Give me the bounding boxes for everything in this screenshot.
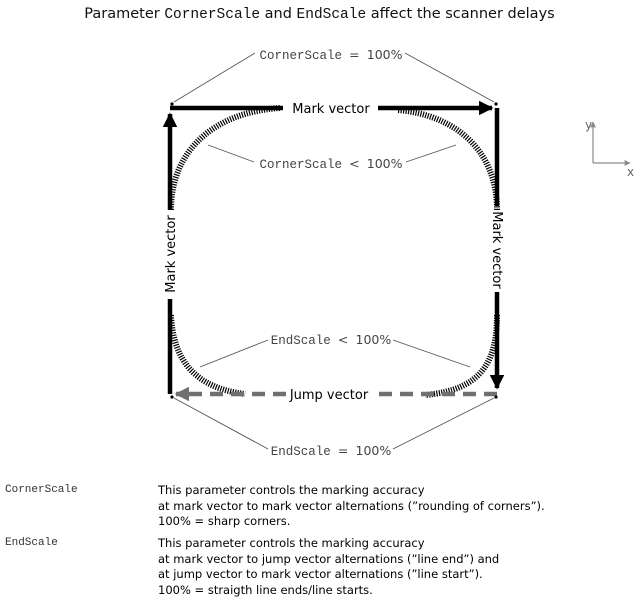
term-endscale: EndScale xyxy=(5,537,58,549)
title-middle: and xyxy=(264,6,292,22)
label-mark-vector-right: Mark vector xyxy=(489,211,504,289)
parameter-annotations: CornerScale = 100% CornerScale < 100% En… xyxy=(260,47,403,459)
leader-endscale-full-right xyxy=(392,397,495,450)
figure-title: Parameter CornerScale and EndScale affec… xyxy=(0,6,639,23)
leader-endscale-less-right xyxy=(392,339,471,368)
x-axis-label: x xyxy=(627,165,634,179)
definition-line: at jump vector to mark vector alternatio… xyxy=(158,567,483,581)
mark-vectors xyxy=(162,100,505,394)
title-prefix: Parameter xyxy=(84,6,160,22)
leader-cornerscale-full-right xyxy=(404,52,495,103)
definition-line: at mark vector to mark vector alternatio… xyxy=(158,498,545,513)
arc-top-left xyxy=(168,105,281,211)
annotation-cornerscale-full: CornerScale = 100% xyxy=(260,47,403,63)
leader-cornerscale-less-left xyxy=(207,144,255,163)
annotation-cornerscale-less: CornerScale < 100% xyxy=(260,156,403,172)
annotation-endscale-less: EndScale < 100% xyxy=(271,332,392,348)
arc-bottom-right xyxy=(424,314,500,398)
definition-line: This parameter controls the marking accu… xyxy=(158,483,425,497)
leader-dots xyxy=(170,102,498,399)
definition-line: 100% = straigth line ends/line starts. xyxy=(158,582,373,597)
y-axis-label: y xyxy=(585,118,592,132)
axis-indicator: y x xyxy=(585,118,634,179)
leader-cornerscale-less-right xyxy=(405,144,457,163)
leader-lines xyxy=(173,52,495,450)
leader-endscale-full-left xyxy=(173,397,269,450)
definition-endscale: This parameter controls the marking accu… xyxy=(158,536,499,598)
title-param-endscale: EndScale xyxy=(296,7,367,23)
definition-line: at mark vector to jump vector alternatio… xyxy=(158,551,500,566)
leader-cornerscale-full-left xyxy=(173,52,256,103)
definition-line: This parameter controls the marking accu… xyxy=(158,536,425,550)
title-param-cornerscale: CornerScale xyxy=(164,7,261,23)
definition-cornerscale: This parameter controls the marking accu… xyxy=(158,483,545,530)
rounded-paths xyxy=(168,105,500,398)
arc-bottom-left xyxy=(168,314,246,397)
label-mark-vector-left: Mark vector xyxy=(164,215,179,293)
definition-line: 100% = sharp corners. xyxy=(158,514,291,528)
label-mark-vector-top: Mark vector xyxy=(292,102,370,117)
scanner-delay-diagram: Mark vector Jump vector Mark vector Mark… xyxy=(162,47,634,459)
annotation-endscale-full: EndScale = 100% xyxy=(271,443,392,459)
label-jump-vector: Jump vector xyxy=(289,388,369,403)
leader-endscale-less-left xyxy=(199,339,269,368)
title-suffix: affect the scanner delays xyxy=(370,6,555,22)
term-cornerscale: CornerScale xyxy=(5,484,78,496)
